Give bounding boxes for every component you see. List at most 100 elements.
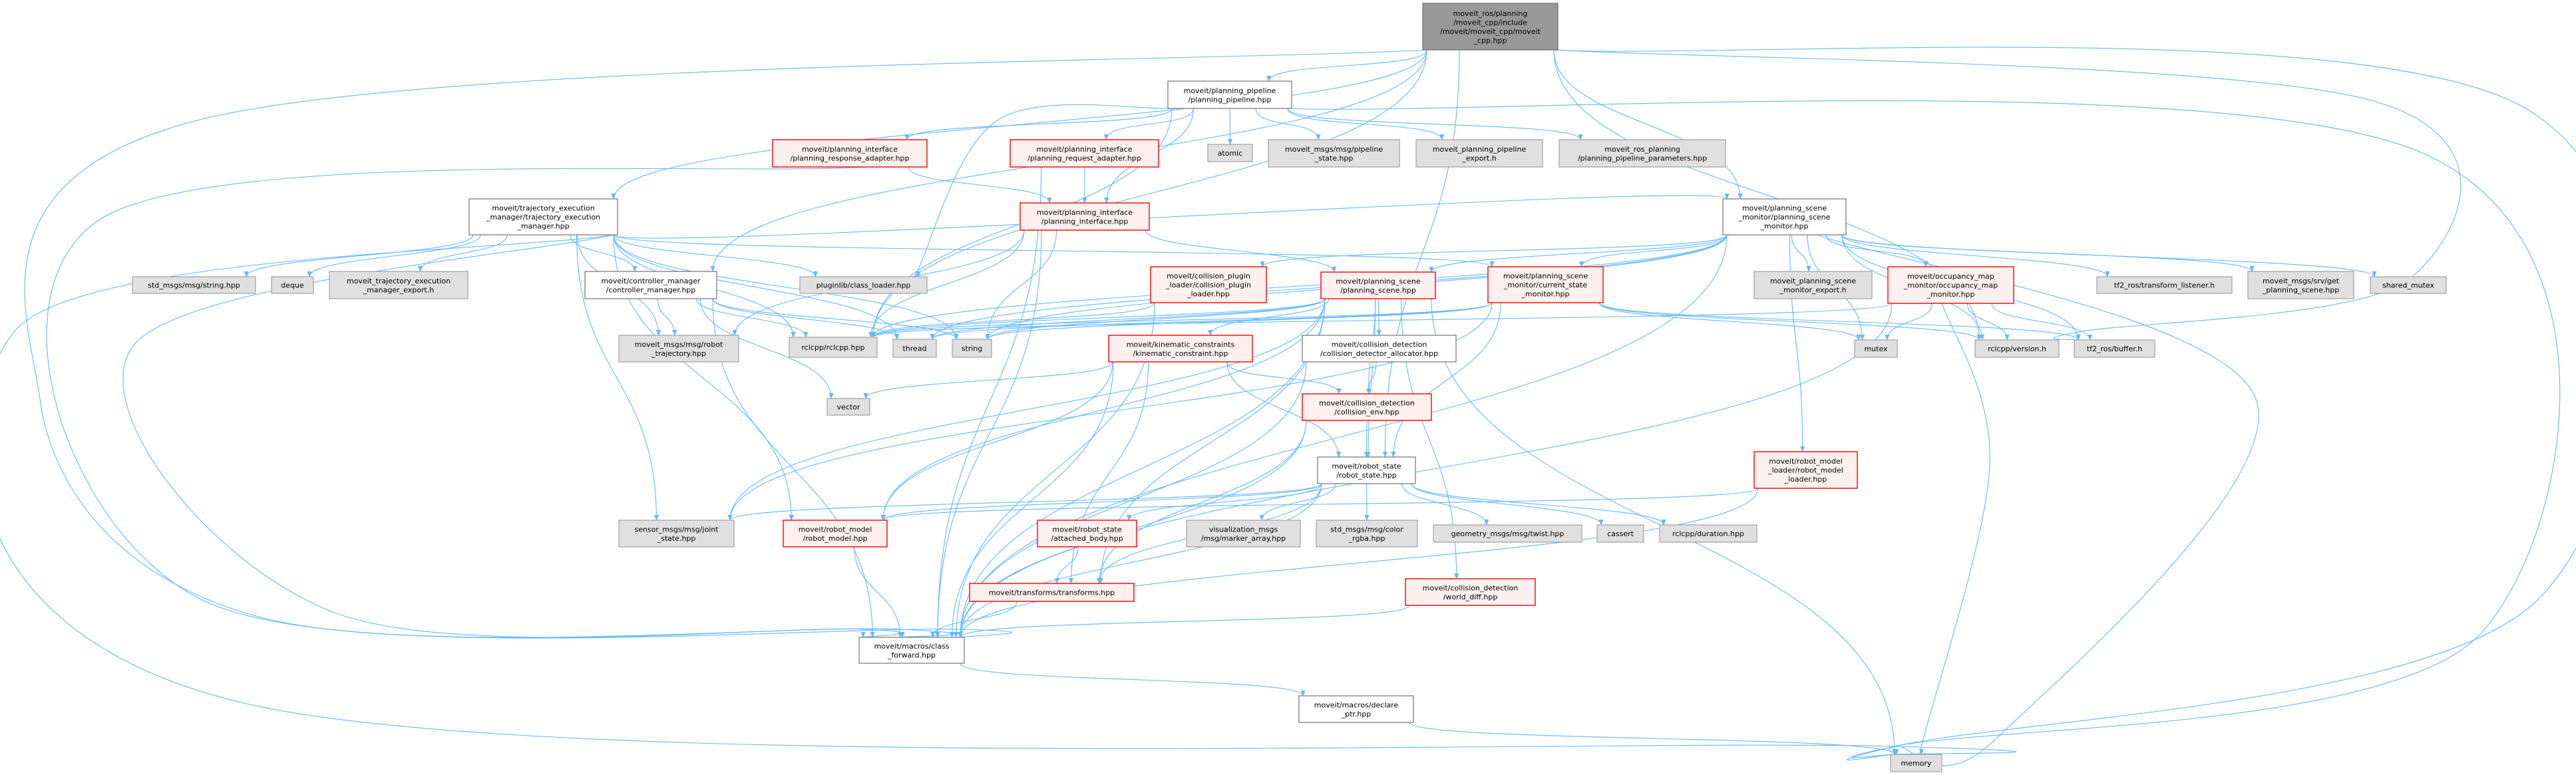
- node-box: [1037, 520, 1137, 547]
- edge-pipeline-to-pipeline-state: [1255, 108, 1321, 140]
- node-kinematic[interactable]: moveit/kinematic_constraints/kinematic_c…: [1108, 335, 1253, 363]
- node-world-diff[interactable]: moveit/collision_detection/world_diff.hp…: [1405, 578, 1536, 606]
- node-occupancy[interactable]: moveit/occupancy_map_monitor/occupancy_m…: [1887, 266, 2014, 304]
- node-box: [1150, 266, 1267, 303]
- node-pipeline[interactable]: moveit/planning_pipeline/planning_pipeli…: [1167, 80, 1292, 109]
- node-label-line: _trajectory.hpp: [651, 349, 706, 358]
- edge-planning-scene-to-robot-state: [1366, 298, 1376, 458]
- edge-response-adapter-to-class-forward: [46, 166, 955, 638]
- node-declare-ptr[interactable]: moveit/macros/declare_ptr.hpp: [1298, 695, 1414, 723]
- node-pipeline-export: moveit_planning_pipeline_export.h: [1415, 139, 1543, 168]
- node-request-adapter[interactable]: moveit/planning_interface/planning_reque…: [1010, 139, 1159, 168]
- node-label: moveit/planning_interface/planning_inter…: [1037, 208, 1133, 226]
- node-planning-interface[interactable]: moveit/planning_interface/planning_inter…: [1019, 202, 1150, 231]
- edge-robot-state-to-marker-array: [1259, 483, 1336, 521]
- node-label-line: rclcpp/rclcpp.hpp: [802, 343, 865, 352]
- node-twist: geometry_msgs/msg/twist.hpp: [1433, 524, 1582, 543]
- node-label-line: moveit/robot_state: [1052, 525, 1121, 534]
- node-box: [1167, 80, 1292, 109]
- edge-psm-to-shared-mutex: [1841, 234, 2377, 277]
- node-label-line: /moveit_cpp/include: [1453, 18, 1527, 27]
- node-transforms[interactable]: moveit/transforms/transforms.hpp: [969, 583, 1135, 602]
- node-attached-body[interactable]: moveit/robot_state/attached_body.hpp: [1037, 520, 1137, 547]
- node-label-line: mutex: [1864, 345, 1888, 353]
- node-label: moveit/planning_scene_monitor/planning_s…: [1738, 204, 1831, 231]
- node-collision-env[interactable]: moveit/collision_detection/collision_env…: [1302, 393, 1432, 421]
- node-class-forward[interactable]: moveit/macros/class_forward.hpp: [858, 637, 965, 664]
- node-box: [1559, 139, 1726, 168]
- edge-robot-model-loader-to-robot-model: [880, 488, 1759, 521]
- node-box: [329, 271, 468, 299]
- edge-psm-to-planning-scene: [1429, 234, 1728, 273]
- node-sensor-joint: sensor_msgs/msg/joint_state.hpp: [618, 520, 735, 547]
- node-box: [1405, 578, 1536, 606]
- node-label-line: /attached_body.hpp: [1051, 534, 1123, 543]
- edge-planning-scene-to-thread: [930, 298, 1326, 340]
- node-label-line: moveit_ros/planning: [1453, 9, 1528, 18]
- node-top[interactable]: moveit_ros/planning/moveit_cpp/include/m…: [1422, 3, 1559, 51]
- node-psm[interactable]: moveit/planning_scene_monitor/planning_s…: [1722, 198, 1847, 235]
- node-label: moveit_msgs/msg/robot_trajectory.hpp: [635, 340, 723, 358]
- node-label: shared_mutex: [2382, 281, 2435, 290]
- node-box: [1890, 754, 1942, 772]
- node-cassert: cassert: [1596, 524, 1644, 543]
- edge-controller-mgr-to-thread: [712, 298, 900, 340]
- edge-controller-mgr-to-robot-trajectory: [657, 298, 677, 336]
- node-tf2-listener: tf2_ros/transform_listener.h: [2096, 276, 2233, 294]
- edge-attached-body-to-transforms: [1054, 546, 1079, 584]
- node-box: [772, 139, 928, 168]
- edge-traj-mgr-to-deque: [307, 234, 481, 277]
- node-label-line: _monitor/current_state: [1503, 281, 1588, 289]
- node-label-line: moveit_msgs/msg/pipeline: [1285, 145, 1383, 154]
- edge-psm-to-collision-plugin-loader: [1260, 234, 1728, 267]
- node-box: [789, 337, 878, 358]
- node-box: [799, 276, 928, 294]
- node-cd-allocator[interactable]: moveit/collision_detection/collision_det…: [1302, 335, 1457, 363]
- edge-psm-to-class-forward: [958, 234, 1728, 638]
- node-label-line: _manager.hpp: [516, 222, 569, 231]
- node-box: [1422, 3, 1559, 51]
- node-box: [783, 520, 888, 547]
- node-label-line: _state.hpp: [1314, 154, 1354, 162]
- node-label-line: moveit/collision_detection: [1332, 340, 1427, 349]
- node-label-line: moveit/transforms/transforms.hpp: [989, 589, 1115, 597]
- node-label: moveit/planning_interface/planning_reque…: [1027, 145, 1141, 163]
- node-label-line: /world_diff.hpp: [1443, 593, 1498, 601]
- node-color-rgba: std_msgs/msg/color_rgba.hpp: [1316, 520, 1418, 547]
- node-robot-model[interactable]: moveit/robot_model/robot_model.hpp: [783, 520, 888, 547]
- edge-robot-model-loader-to-class-forward: [958, 488, 1759, 638]
- node-label-line: _export.h: [1461, 154, 1497, 162]
- node-label-line: /planning_response_adapter.hpp: [791, 154, 910, 162]
- node-box: [1302, 335, 1457, 363]
- node-current-state-monitor[interactable]: moveit/planning_scene_monitor/current_st…: [1487, 266, 1604, 303]
- node-response-adapter[interactable]: moveit/planning_interface/planning_respo…: [772, 139, 928, 168]
- node-box: [1108, 335, 1253, 363]
- node-label: cassert: [1607, 530, 1634, 538]
- edge-psm-to-memory: [1817, 234, 2259, 766]
- node-box: [132, 276, 256, 294]
- node-label: moveit/robot_state/attached_body.hpp: [1051, 525, 1123, 543]
- node-label-line: _loader.hpp: [1187, 290, 1230, 299]
- node-robot-state[interactable]: moveit/robot_state/robot_state.hpp: [1317, 456, 1416, 484]
- node-label: moveit/planning_scene_monitor/current_st…: [1503, 272, 1588, 299]
- node-planning-scene[interactable]: moveit/planning_scene/planning_scene.hpp: [1320, 271, 1436, 299]
- node-label: moveit/collision_detection/world_diff.hp…: [1423, 583, 1519, 601]
- node-psm-export: moveit_planning_scene_monitor_export.h: [1753, 271, 1873, 299]
- edge-traj-mgr-to-class-forward: [122, 234, 903, 638]
- node-traj-mgr[interactable]: moveit/trajectory_execution_manager/traj…: [468, 198, 618, 235]
- node-robot-model-loader[interactable]: moveit/robot_model_loader/robot_model_lo…: [1753, 451, 1858, 489]
- node-box: [1722, 198, 1847, 235]
- node-label-line: moveit/collision_detection: [1319, 398, 1415, 407]
- node-controller-mgr[interactable]: moveit/controller_manager/controller_man…: [584, 271, 717, 299]
- node-label: moveit/controller_manager/controller_man…: [601, 277, 701, 295]
- node-label: moveit/robot_model/robot_model.hpp: [799, 525, 872, 543]
- edge-controller-mgr-to-string: [712, 298, 959, 340]
- node-memory: memory: [1890, 754, 1942, 772]
- node-collision-plugin-loader[interactable]: moveit/collision_plugin_loader/collision…: [1150, 266, 1267, 303]
- edge-traj-mgr-to-traj-export: [418, 234, 508, 272]
- node-label: moveit_planning_pipeline_export.h: [1433, 145, 1527, 163]
- edge-declare-ptr-to-memory: [1409, 722, 1897, 755]
- node-label-line: moveit/planning_scene: [1336, 277, 1421, 285]
- node-label-line: std_msgs/msg/string.hpp: [148, 281, 240, 290]
- node-label-line: moveit/robot_state: [1332, 462, 1401, 470]
